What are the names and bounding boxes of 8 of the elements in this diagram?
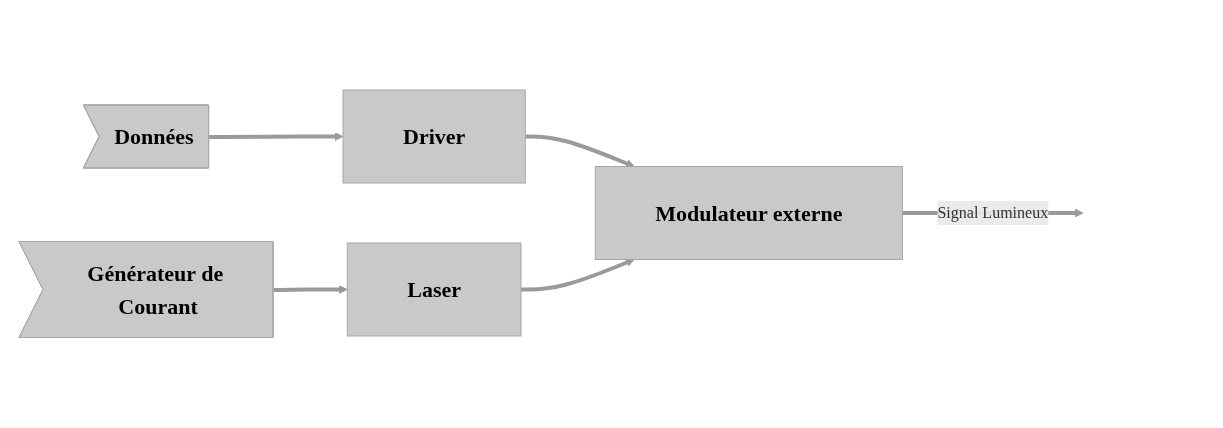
arrow <box>209 132 344 142</box>
edge-label: Signal Lumineux <box>937 204 1049 222</box>
node-box: Modulateur externe <box>595 166 904 261</box>
arrow <box>521 258 636 292</box>
arrow <box>525 134 636 168</box>
node-box: Laser <box>347 242 522 337</box>
arrow <box>273 285 349 295</box>
node-box: Driver <box>342 89 527 184</box>
